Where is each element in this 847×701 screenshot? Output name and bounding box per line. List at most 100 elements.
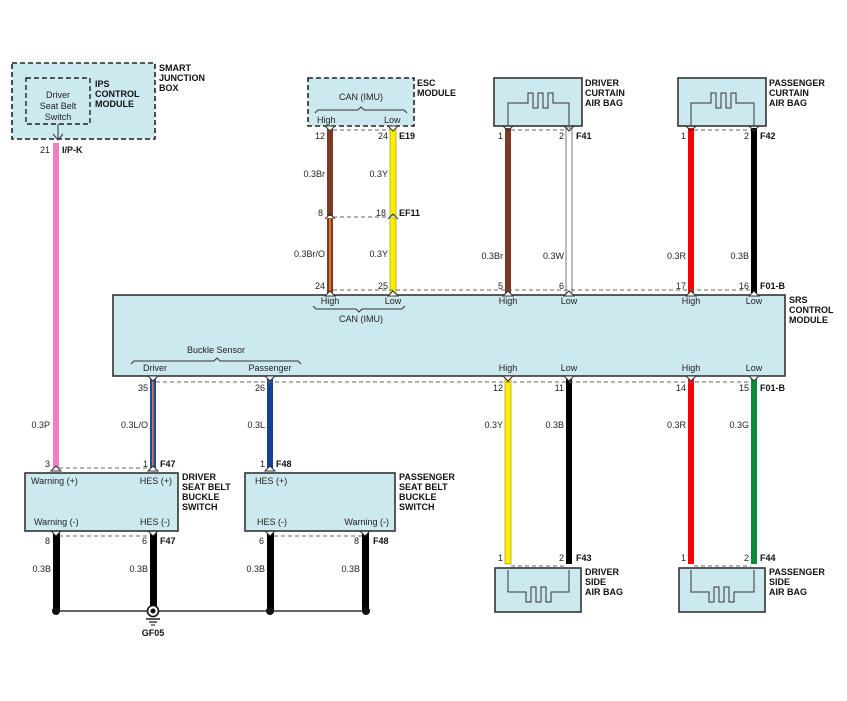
dsa-label-2: SIDE: [585, 577, 606, 587]
wire-ps-low[interactable]: [751, 378, 757, 564]
wire-dc-high[interactable]: [505, 128, 511, 294]
pin-24: 24: [315, 281, 325, 291]
pin-1: 1: [260, 459, 265, 469]
connector-f01b-bottom: F01-B: [760, 383, 786, 393]
brace: [130, 357, 302, 365]
passenger-seat-belt-buckle-switch[interactable]: HES (+) HES (-) Warning (-) PASSENGER SE…: [244, 472, 455, 532]
psb-label-1: PASSENGER: [399, 472, 455, 482]
pin-2: 2: [744, 131, 749, 141]
pin-5: 5: [498, 281, 503, 291]
connector-f47-top: F47: [160, 459, 176, 469]
esc-label-2: MODULE: [417, 88, 456, 98]
ips-label-1: IPS: [95, 79, 110, 89]
wire-spec: 0.3B: [341, 564, 360, 574]
srs-pin-label: Low: [561, 363, 578, 373]
wire-spec: 0.3B: [129, 564, 148, 574]
srs-label-1: SRS: [789, 295, 808, 305]
sjb-inner-label-3: Switch: [45, 112, 72, 122]
psb-label-3: BUCKLE: [399, 492, 437, 502]
pin-arrows: [49, 125, 761, 575]
psb-label-2: SEAT BELT: [399, 482, 448, 492]
pin-26: 26: [255, 383, 265, 393]
sjb-label-3: BOX: [159, 83, 179, 93]
esc-bus-label: CAN (IMU): [339, 92, 383, 102]
wire-dc-low[interactable]: [565, 127, 573, 295]
wire-esc-high-upper[interactable]: [327, 128, 333, 216]
passenger-curtain-air-bag[interactable]: PASSENGER CURTAIN AIR BAG: [677, 77, 825, 127]
wire-spec: 0.3L: [247, 420, 265, 430]
esc-label-1: ESC: [417, 78, 436, 88]
srs-bus-label: CAN (IMU): [339, 314, 383, 324]
wire-spec: 0.3R: [667, 251, 687, 261]
pin-21: 21: [40, 145, 50, 155]
pc-label-2: CURTAIN: [769, 88, 809, 98]
wire-esc-low-lower[interactable]: [389, 217, 397, 295]
wire-spec: 0.3Br: [303, 169, 325, 179]
pin-35: 35: [138, 383, 148, 393]
pin-12: 12: [315, 131, 325, 141]
passenger-side-air-bag[interactable]: PASSENGER SIDE AIR BAG: [678, 567, 825, 613]
pin-8: 8: [354, 536, 359, 546]
pin-12: 12: [493, 383, 503, 393]
pin-11: 11: [555, 383, 564, 393]
driver-curtain-air-bag[interactable]: DRIVER CURTAIN AIR BAG: [493, 77, 625, 127]
pin-1: 1: [143, 459, 148, 469]
wire-spec: 0.3P: [31, 420, 50, 430]
wire-gnd-2[interactable]: [150, 533, 157, 610]
wire-esc-low-upper[interactable]: [389, 127, 397, 217]
wire-ds-high[interactable]: [504, 377, 512, 565]
connector-f41: F41: [576, 131, 592, 141]
brace: [314, 106, 408, 114]
pin-label-hes-minus: HES (-): [140, 517, 170, 527]
pin-3: 3: [45, 459, 50, 469]
wire-spec: 0.3L/O: [121, 420, 148, 430]
srs-pin-label: Low: [746, 296, 763, 306]
sjb-inner-label-1: Driver: [46, 90, 70, 100]
pin-label-warning-plus: Warning (+): [31, 476, 78, 486]
esc-pin-high: High: [317, 115, 336, 125]
pin-2: 2: [744, 553, 749, 563]
splice-dot: [266, 607, 274, 615]
wire-pc-low[interactable]: [751, 128, 757, 294]
pin-1: 1: [681, 553, 686, 563]
connector-f44: F44: [760, 553, 776, 563]
driver-side-air-bag[interactable]: DRIVER SIDE AIR BAG: [494, 567, 623, 613]
pin-17: 17: [676, 281, 686, 291]
wire-buckle-passenger[interactable]: [267, 378, 273, 470]
esc-module[interactable]: CAN (IMU) High Low ESC MODULE: [307, 77, 456, 127]
pin-24: 24: [378, 131, 388, 141]
pin-arrow-icon: [52, 124, 64, 141]
pin-1: 1: [498, 553, 503, 563]
srs-control-module[interactable]: High Low High Low High Low CAN (IMU) Buc…: [112, 294, 834, 377]
dsa-label-3: AIR BAG: [585, 587, 623, 597]
inline-connector-icon: [324, 213, 399, 220]
wire-spec: 0.3Y: [369, 169, 388, 179]
driver-seat-belt-buckle-switch[interactable]: Warning (+) HES (+) Warning (-) HES (-) …: [24, 472, 231, 532]
pin-label-hes-minus: HES (-): [257, 517, 287, 527]
squib-icon: [690, 570, 755, 603]
wire-spec: 0.3Br/O: [294, 249, 325, 259]
wire-ds-low[interactable]: [566, 378, 572, 564]
ground-label-gf05: GF05: [142, 628, 165, 638]
wire-gnd-1[interactable]: [53, 533, 60, 610]
wire-pc-high[interactable]: [688, 128, 694, 294]
pin-2: 2: [559, 131, 564, 141]
pin-15: 15: [739, 383, 749, 393]
wire-gnd-3[interactable]: [267, 533, 274, 610]
wire-spec: 0.3G: [729, 420, 749, 430]
connector-f01b-top: F01-B: [760, 281, 786, 291]
squib-icon: [507, 92, 570, 125]
pin-18: 18: [376, 208, 386, 218]
srs-pin-label: High: [682, 363, 701, 373]
psb-label-4: SWITCH: [399, 502, 435, 512]
wire-gnd-4[interactable]: [362, 533, 369, 610]
smart-junction-box[interactable]: Driver Seat Belt Switch IPS CONTROL MODU…: [11, 62, 205, 141]
pin-8: 8: [45, 536, 50, 546]
pin-6: 6: [259, 536, 264, 546]
pc-label-1: PASSENGER: [769, 78, 825, 88]
psa-label-2: SIDE: [769, 577, 790, 587]
wire-sjb-pink[interactable]: [53, 143, 59, 470]
wire-ps-high[interactable]: [688, 378, 694, 564]
srs-pin-label: High: [682, 296, 701, 306]
dsb-label-2: SEAT BELT: [182, 482, 231, 492]
